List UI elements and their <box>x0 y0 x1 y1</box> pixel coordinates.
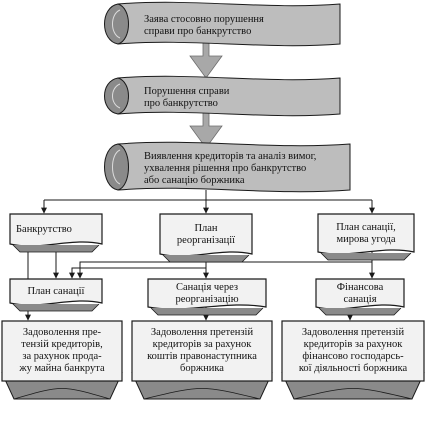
decision-reorganization-plan-line-2: реорганізації <box>177 235 235 246</box>
outcome-successor-funds-base-curve <box>143 388 261 400</box>
outcome-sale-of-property-frame <box>1 320 123 382</box>
plan-sanation-line-1: План санації <box>28 286 85 297</box>
plan-financial-sanation-fold <box>318 307 402 316</box>
decision-bankruptcy-line-1: Банкрутство <box>16 224 72 235</box>
plan-sanation-through-reorganization-line-2: реорганізацію <box>175 294 238 305</box>
step-creditor-analysis-scroll: Виявлення кредиторів та аналіз вимог,ухв… <box>104 141 351 193</box>
decision-sanation-plan-frame <box>317 213 415 255</box>
outcome-successor-funds-line-2: кредиторів за рахунок <box>153 339 253 350</box>
outcome-sale-of-property-line-3: за рахунок прода- <box>22 351 102 362</box>
outcome-sale-of-property-base-curve <box>13 388 111 400</box>
outcome-sale-of-property-line-1: Задоволення пре- <box>23 327 102 338</box>
step-case-opening-scroll-body <box>117 75 341 117</box>
plan-sanation-through-reorganization-fold <box>150 307 264 316</box>
step-creditor-analysis-scroll-curl-highlight <box>112 149 121 185</box>
step-creditor-analysis-scroll-curl <box>104 143 129 191</box>
step-case-opening-scroll-line-1: Порушення справи <box>144 86 230 97</box>
decision-reorganization-plan-line-1: План <box>194 223 217 234</box>
flow-arrow-2 <box>189 111 223 149</box>
line-decision3-to-plan1 <box>77 261 372 279</box>
outcome-successor-funds-frame <box>131 320 273 382</box>
outcome-sale-of-property-line-4: жу майна банкрута <box>18 363 105 374</box>
outcome-financial-activity-line-2: кредиторів за рахунок <box>304 339 404 350</box>
outcome-financial-activity-line-4: кої діяльності боржника <box>299 363 408 374</box>
decision-bankruptcy: Банкрутство <box>9 213 103 253</box>
decision-bankruptcy-frame <box>9 213 103 247</box>
decision-reorganization-plan-fold <box>162 254 250 263</box>
outcome-successor-funds-line-3: коштів правонаступника <box>147 351 257 362</box>
step-creditor-analysis-scroll-body <box>117 141 351 193</box>
plan-sanation-frame <box>9 278 103 306</box>
plan-sanation-fold <box>12 303 100 312</box>
outcome-sale-of-property-line-2: тензій кредиторів, <box>21 339 102 350</box>
decision-sanation-plan-line-2: мирова угода <box>336 234 395 245</box>
step-case-opening-scroll-line-2: про банкрутство <box>144 98 218 109</box>
step-creditor-analysis-scroll-line-3: або санацію боржника <box>144 175 245 186</box>
outcome-financial-activity-frame <box>281 320 425 382</box>
step-application-scroll-body <box>117 1 341 47</box>
plan-sanation: План санації <box>9 278 103 312</box>
outcome-sale-of-property: Задоволення пре-тензій кредиторів,за рах… <box>1 320 123 400</box>
step-case-opening-scroll-curl-highlight <box>112 83 121 109</box>
step-application-scroll-line-2: справи про банкрутство <box>144 26 251 37</box>
flow-arrows <box>189 41 223 149</box>
decision-bankruptcy-fold <box>12 244 100 253</box>
outcome-financial-activity-line-1: Задоволення претензій <box>302 327 405 338</box>
plan-sanation-through-reorganization-line-1: Санація через <box>176 282 238 293</box>
outcome-successor-funds-line-1: Задоволення претензій <box>151 327 254 338</box>
step-creditor-analysis-scroll-line-1: Виявлення кредиторів та аналіз вимог, <box>144 151 316 162</box>
line-rail-to-plan1 <box>69 267 206 279</box>
flow-arrow-1 <box>189 41 223 79</box>
outcome-financial-activity-line-3: фінансово господарсь- <box>302 351 404 362</box>
step-application-scroll-line-1: Заява стосовно порушення <box>144 14 264 25</box>
step-case-opening-scroll-curl <box>104 77 129 115</box>
plan-financial-sanation-line-2: санація <box>343 294 376 305</box>
decision-sanation-plan-fold <box>320 252 412 261</box>
decision-reorganization-plan-frame <box>159 213 253 257</box>
outcome-financial-activity-base-curve <box>293 388 413 400</box>
plan-financial-sanation-line-1: Фінансова <box>337 282 384 293</box>
step-application-scroll-curl <box>104 3 129 45</box>
step-application-scroll-curl-highlight <box>112 9 121 39</box>
decision-sanation-plan-line-1: План санації, <box>336 222 396 233</box>
outcome-successor-funds-line-4: боржника <box>180 363 224 374</box>
step-creditor-analysis-scroll-line-2: ухвалення рішення про банкрутство <box>144 163 306 174</box>
decision-sanation-plan: План санації,мирова угода <box>317 213 415 261</box>
plan-financial-sanation-frame <box>315 278 405 310</box>
